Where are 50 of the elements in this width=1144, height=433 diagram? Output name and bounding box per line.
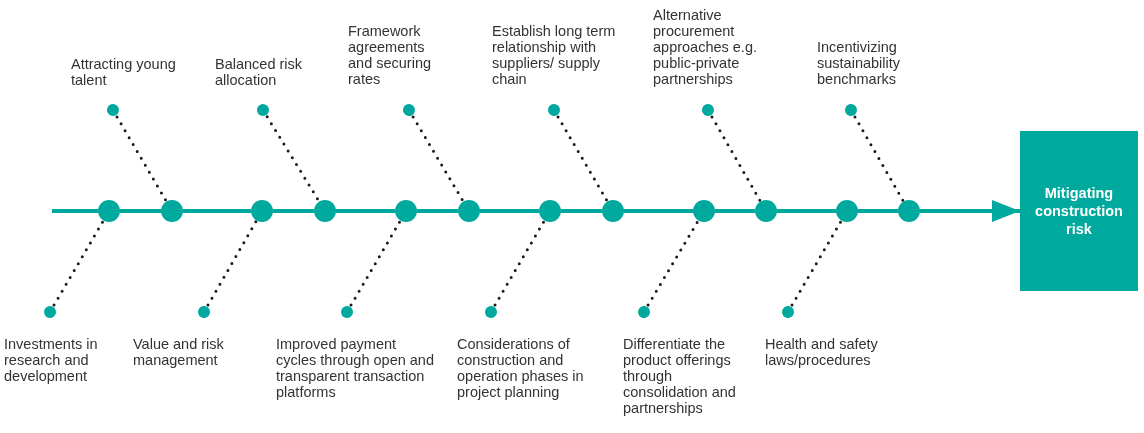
spine-line — [480, 209, 539, 213]
cause-label: Differentiate the product offerings through consolidation and partnerships — [623, 336, 737, 416]
spine-node-circle — [161, 200, 183, 222]
dotted-connector — [198, 219, 258, 318]
spine-line — [624, 209, 693, 213]
spine-arrow — [920, 200, 1020, 222]
spine-node-circle — [395, 200, 417, 222]
spine-node-circle — [693, 200, 715, 222]
dotted-connector — [341, 219, 402, 318]
spine-node-circle — [251, 200, 273, 222]
spine-line — [273, 209, 314, 213]
cause-label: Framework agreements and securing rates — [348, 23, 433, 87]
spine-line — [858, 209, 898, 213]
cause-label: Improved payment cycles through open and transparent transaction platforms — [276, 336, 435, 400]
dotted-connector — [638, 218, 700, 318]
spine-line — [715, 209, 755, 213]
spine-node-circle — [602, 200, 624, 222]
spine-line — [52, 209, 98, 213]
dotted-connector — [782, 219, 843, 318]
spine-line — [417, 209, 458, 213]
dotted-connector — [485, 219, 546, 318]
cause-label: Establish long term relationship with suppliers/ supply chain — [492, 23, 617, 87]
dotted-connector — [107, 104, 168, 203]
cause-label: Balanced risk allocation — [215, 56, 304, 88]
spine-line — [120, 209, 161, 213]
outcome-label: Mitigating construction risk — [1034, 184, 1124, 238]
dotted-connector — [403, 104, 465, 204]
spine-node-circle — [836, 200, 858, 222]
cause-label: Attracting young talent — [71, 56, 177, 88]
dotted-connector — [702, 104, 762, 203]
cause-label: Investments in research and development — [4, 336, 99, 384]
spine-node-circle — [314, 200, 336, 222]
cause-label: Considerations of construction and operation phases in project planning — [457, 336, 585, 400]
spine-line — [777, 209, 836, 213]
spine-node-circle — [539, 200, 561, 222]
cause-label: Alternative procurement approaches e.g. public-private partnerships — [653, 7, 758, 87]
spine-line — [183, 209, 251, 213]
spine-node-circle — [755, 200, 777, 222]
dotted-connector — [845, 104, 905, 203]
spine-node-circle — [898, 200, 920, 222]
cause-label: Value and risk management — [133, 336, 225, 368]
spine-node-circle — [458, 200, 480, 222]
dotted-connector — [44, 219, 105, 318]
spine-node-circle — [98, 200, 120, 222]
cause-label: Incentivizing sustainability benchmarks — [817, 39, 901, 87]
spine-line — [336, 209, 395, 213]
outcome-box — [1020, 131, 1138, 291]
dotted-connector — [548, 104, 609, 203]
spine-line — [561, 209, 602, 213]
cause-label: Health and safety laws/procedures — [765, 336, 879, 368]
